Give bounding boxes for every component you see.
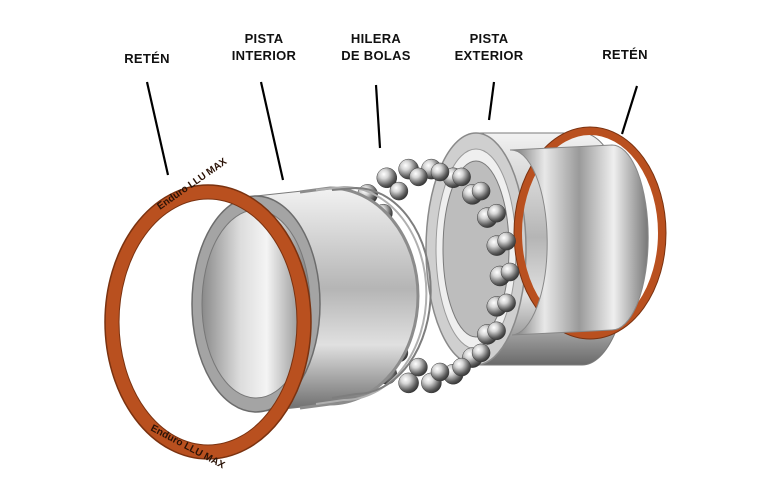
ball <box>409 167 428 187</box>
ball <box>430 362 450 382</box>
ball <box>430 162 450 182</box>
outer-race-body <box>509 144 649 336</box>
label-inner-race-line1: PISTA <box>244 31 284 46</box>
label-seal-right: RETÉN <box>590 46 660 63</box>
ball <box>497 231 516 251</box>
label-seal-right-text: RETÉN <box>602 47 648 62</box>
leader-seal-right <box>620 85 639 135</box>
label-ball-row: HILERA DE BOLAS <box>333 30 419 64</box>
inner-race <box>191 185 432 413</box>
ball <box>409 357 428 377</box>
label-ball-row-line2: DE BOLAS <box>341 48 411 63</box>
ball <box>471 343 491 363</box>
leader-inner-race <box>259 81 285 181</box>
label-outer-race-line2: EXTERIOR <box>454 48 524 63</box>
ball <box>452 167 471 187</box>
label-inner-race: PISTA INTERIOR <box>222 30 306 64</box>
ball <box>471 181 491 201</box>
label-outer-race: PISTA EXTERIOR <box>446 30 532 64</box>
ball <box>487 321 506 341</box>
leader-ball-row <box>374 84 382 149</box>
leader-lines <box>145 81 639 181</box>
label-seal-left-text: RETÉN <box>124 51 170 66</box>
ball <box>497 293 516 313</box>
label-ball-row-line1: HILERA <box>350 31 402 46</box>
ball <box>398 372 419 394</box>
ball <box>452 357 471 377</box>
ball <box>376 167 398 189</box>
ball <box>487 203 506 223</box>
label-outer-race-line1: PISTA <box>469 31 509 46</box>
leader-outer-race <box>487 81 496 121</box>
seal-right <box>513 126 667 340</box>
ball <box>389 181 409 201</box>
leader-seal-left <box>145 81 170 176</box>
ball <box>500 262 520 282</box>
label-inner-race-line2: INTERIOR <box>231 48 297 63</box>
label-seal-left: RETÉN <box>112 50 182 67</box>
